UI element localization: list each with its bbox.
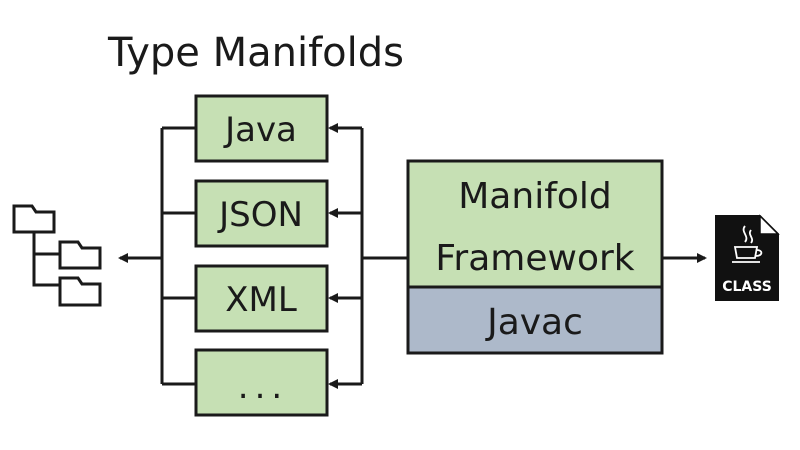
manifold-label-json: JSON — [217, 195, 303, 235]
right-connector — [360, 128, 407, 384]
java-class-file-icon: CLASS — [715, 214, 780, 301]
javac-box: Javac — [406, 285, 664, 355]
manifold-label-java: Java — [223, 110, 297, 150]
manifold-label-xml: XML — [225, 280, 297, 320]
class-file-label: CLASS — [722, 279, 772, 295]
manifold-box-json: JSON — [194, 179, 329, 248]
framework-label-line1: Manifold — [458, 176, 612, 217]
manifold-box-java: Java — [194, 94, 329, 163]
javac-label: Javac — [485, 302, 583, 343]
folder-tree-icon — [12, 204, 102, 307]
framework-label-line2: Framework — [435, 238, 634, 279]
manifold-box-xml: XML — [194, 264, 329, 333]
manifold-box-more: ... — [194, 348, 329, 417]
left-connector — [160, 126, 196, 386]
manifold-label-more: ... — [238, 367, 288, 407]
diagram-title: Type Manifolds — [107, 30, 404, 76]
framework-box: Manifold Framework — [406, 159, 664, 289]
